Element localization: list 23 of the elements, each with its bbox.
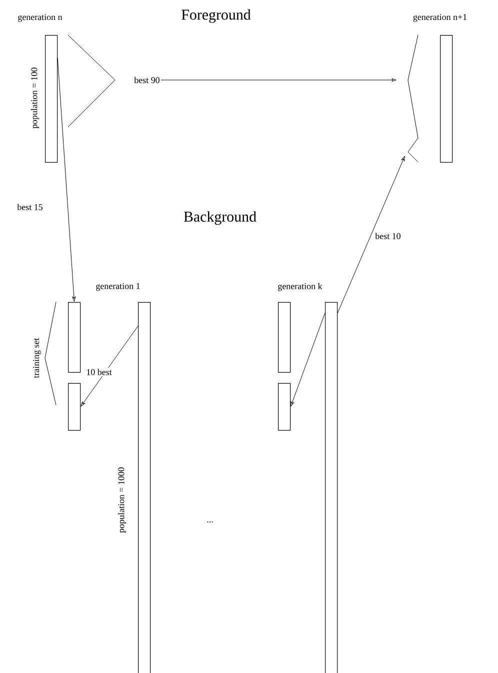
section-heading: Foreground: [182, 9, 251, 23]
ellipsis: ...: [207, 521, 213, 523]
generation-label: generation n+1: [413, 14, 467, 22]
population-bar: [278, 302, 291, 373]
group-label: training set: [33, 338, 41, 378]
arrow: [80, 326, 138, 406]
arrow: [160, 78, 396, 82]
section-heading: Background: [184, 211, 256, 225]
population-bar: [68, 383, 81, 431]
population-bar: [278, 383, 291, 431]
generation-label: generation k: [278, 282, 322, 292]
edge-label: 10 best: [85, 368, 113, 376]
population-label: population = 100: [30, 68, 40, 129]
edge-label: best 90: [134, 76, 160, 84]
edge-label: best 15: [16, 202, 44, 212]
edge-label: best 10: [374, 232, 402, 240]
generation-label: generation n: [18, 14, 62, 22]
generation-label: generation 1: [96, 283, 140, 291]
population-bar: [68, 302, 81, 373]
population-label: population = 1000: [118, 467, 126, 533]
arrow: [290, 312, 326, 406]
arrow: [337, 156, 405, 314]
arrow: [57, 58, 76, 302]
